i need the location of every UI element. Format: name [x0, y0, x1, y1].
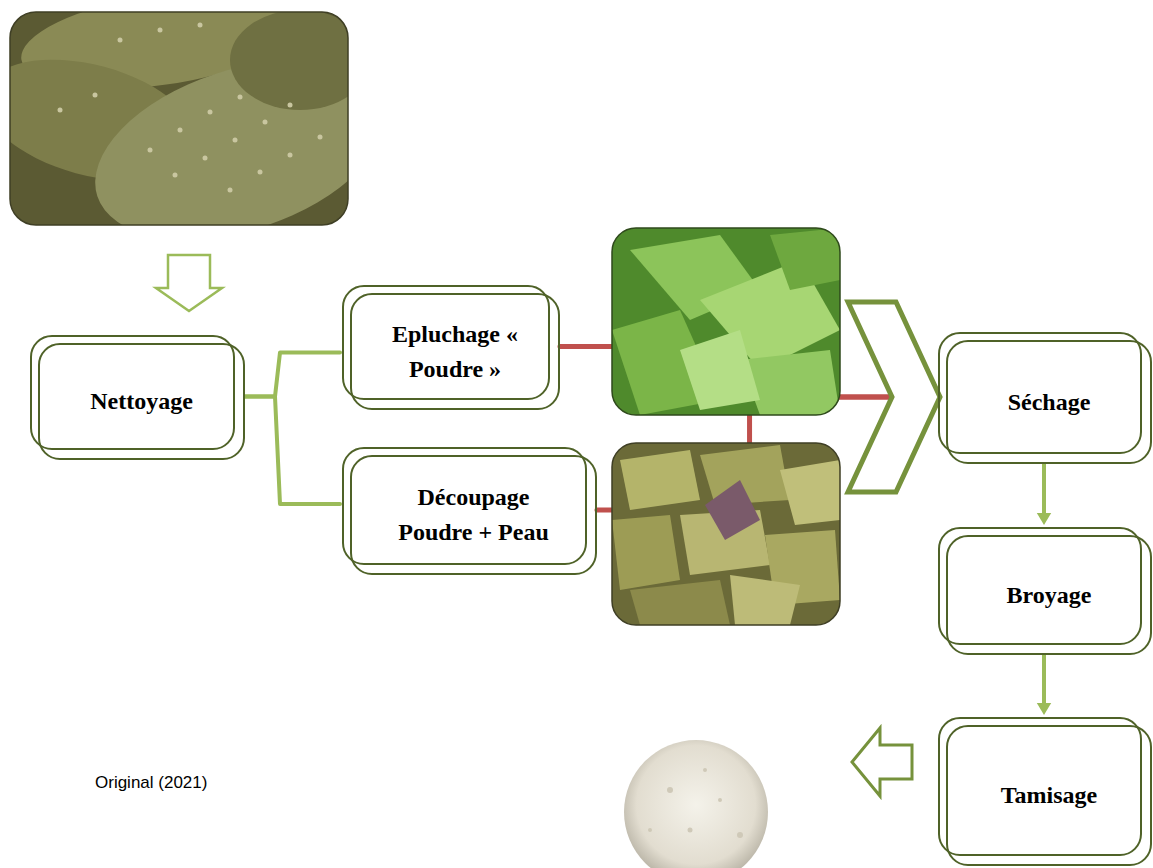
flow-connector [1037, 655, 1051, 715]
arrowhead [1037, 513, 1051, 525]
step-label: Séchage [1008, 385, 1091, 420]
arrowhead [1037, 703, 1051, 715]
flow-connector [245, 353, 340, 397]
source-note: Original (2021) [95, 773, 207, 793]
step-label: Broyage [1007, 578, 1092, 613]
powder-texture [648, 768, 743, 838]
step-label: Nettoyage [90, 384, 193, 419]
flow-connector [245, 397, 340, 505]
step-label: Epluchage « Poudre » [391, 317, 519, 387]
process-box: Epluchage « Poudre » [350, 293, 560, 410]
pulp-photo [612, 228, 840, 415]
process-box: Séchage [946, 340, 1152, 464]
photo-frame [10, 12, 348, 225]
flow-connector [1037, 464, 1051, 525]
photo-frame [612, 443, 840, 625]
connector-line [1042, 655, 1046, 705]
pieces-photo [612, 443, 840, 625]
step-label: Découpage Poudre + Peau [389, 480, 559, 550]
chevron-arrow [848, 302, 940, 492]
process-box: Broyage [946, 535, 1152, 655]
photo-frame [612, 228, 840, 415]
step-label: Tamisage [1001, 778, 1097, 813]
connector-line [245, 397, 340, 505]
connector-line [1042, 464, 1046, 515]
flow-arrow [156, 255, 222, 311]
powder-photo [624, 740, 768, 868]
process-box: Tamisage [946, 725, 1152, 866]
process-box: Découpage Poudre + Peau [350, 455, 597, 575]
cactus-photo [10, 12, 348, 225]
connector-line [245, 353, 340, 397]
flow-arrow [852, 728, 912, 796]
process-box: Nettoyage [38, 343, 245, 460]
